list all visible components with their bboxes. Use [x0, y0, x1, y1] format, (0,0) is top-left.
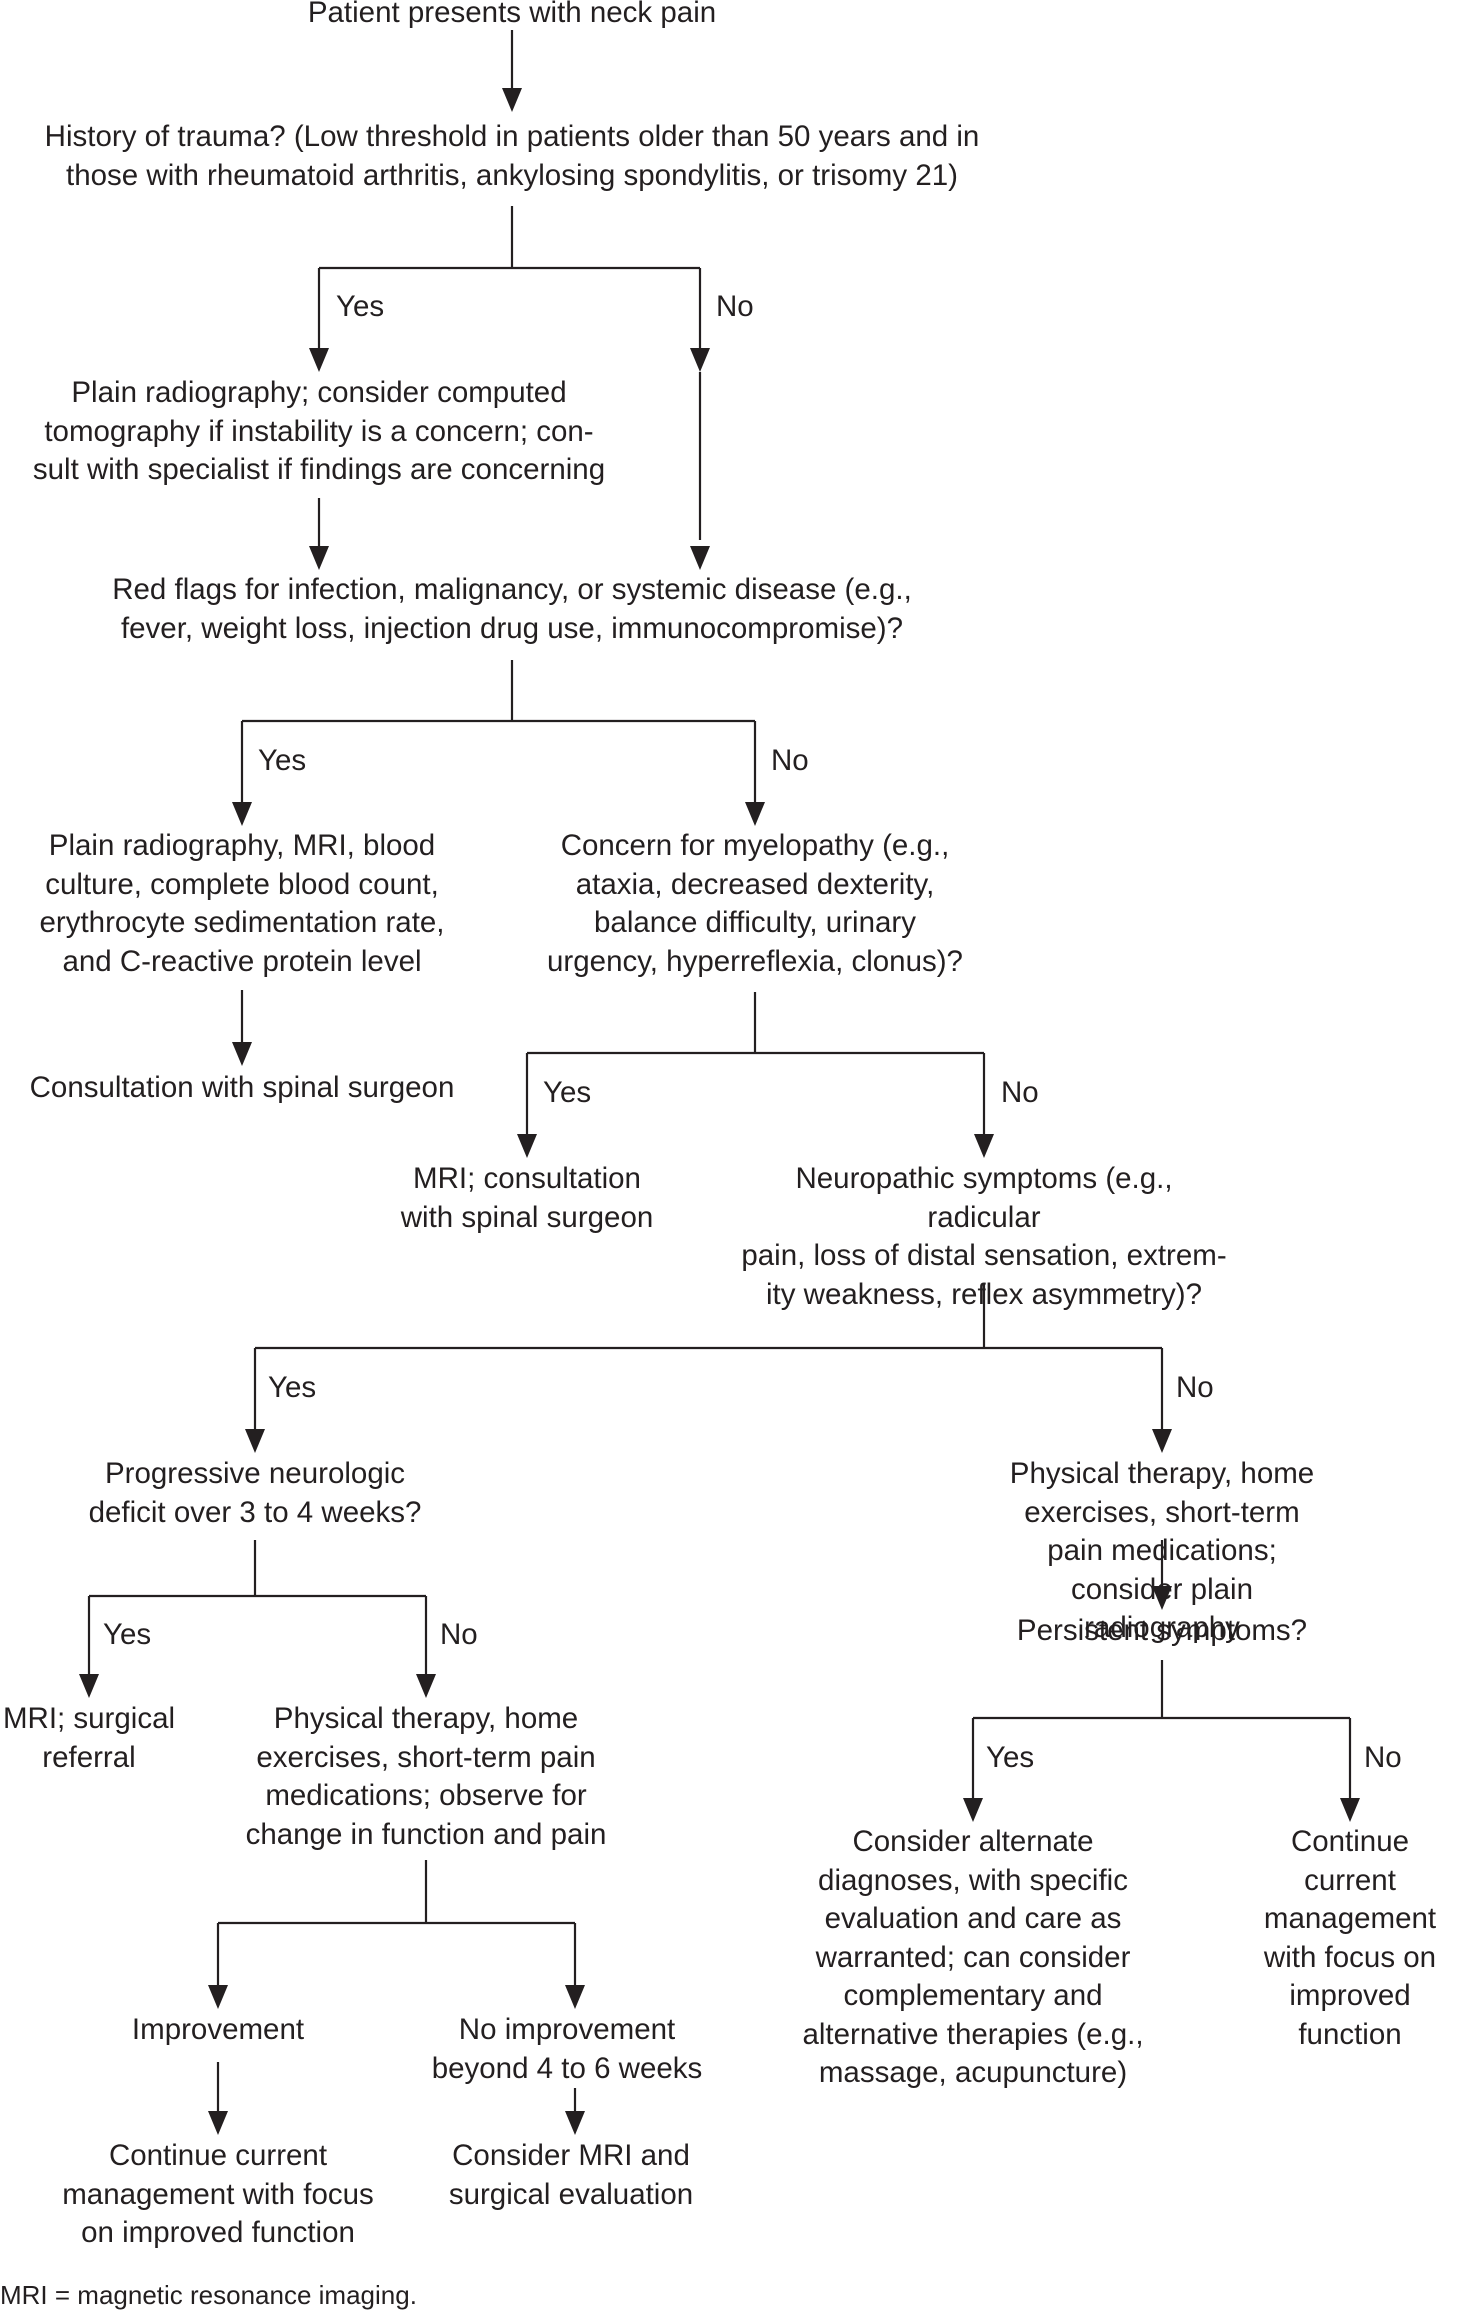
arrowhead: [690, 348, 710, 372]
arrowhead: [309, 546, 329, 570]
node-consider-mri-surgical: Consider MRI and surgical evaluation: [448, 2139, 694, 2211]
arrowhead: [232, 1042, 252, 1066]
node-start: Patient presents with neck pain: [307, 0, 717, 29]
node-red-flags-workup: Plain radiography, MRI, blood culture, c…: [39, 829, 445, 978]
arrowhead: [232, 802, 252, 826]
arrowhead: [1152, 1586, 1172, 1610]
node-myelopathy-mri-consult: MRI; consultation with spinal surgeon: [400, 1162, 654, 1234]
arrowhead: [208, 1985, 228, 2009]
arrowhead: [502, 88, 522, 112]
node-physical-therapy-observe: Physical therapy, home exercises, short-…: [245, 1702, 607, 1851]
branch-label-yes: Yes: [258, 744, 307, 777]
branch-label-yes: Yes: [986, 1741, 1035, 1774]
arrowhead: [416, 1674, 436, 1698]
branch-label-yes: Yes: [336, 290, 385, 323]
node-improvement: Improvement: [131, 2013, 305, 2046]
arrowhead: [1152, 1429, 1172, 1453]
footnote: MRI = magnetic resonance imaging.: [0, 2280, 417, 2310]
node-continue-management-left: Continue current management with focus o…: [62, 2139, 374, 2249]
node-progressive-deficit-question: Progressive neurologic deficit over 3 to…: [88, 1457, 422, 1529]
node-persistent-symptoms-question: Persistent symptoms?: [1016, 1614, 1308, 1647]
node-trauma-imaging: Plain radiography; consider computed tom…: [32, 376, 606, 486]
arrowhead: [974, 1134, 994, 1158]
arrowhead: [745, 802, 765, 826]
arrowhead: [565, 1985, 585, 2009]
branch-label-yes: Yes: [543, 1076, 592, 1109]
node-alternate-diagnoses: Consider alternate diagnoses, with speci…: [802, 1825, 1144, 2089]
arrowhead: [309, 348, 329, 372]
arrowhead: [690, 546, 710, 570]
branch-label-no: No: [1176, 1371, 1214, 1404]
branch-label-no: No: [440, 1618, 478, 1651]
node-mri-surgical-referral: MRI; surgical referral: [2, 1702, 176, 1774]
node-red-flags-question: Red flags for infection, malignancy, or …: [112, 573, 912, 645]
arrowhead: [963, 1798, 983, 1822]
arrowhead: [79, 1674, 99, 1698]
branch-label-yes: Yes: [103, 1618, 152, 1651]
node-neuropathic-question: Neuropathic symptoms (e.g., radicular pa…: [741, 1162, 1227, 1311]
arrowhead: [208, 2111, 228, 2135]
node-myelopathy-question: Concern for myelopathy (e.g., ataxia, de…: [547, 829, 963, 978]
branch-label-no: No: [1364, 1741, 1402, 1774]
node-continue-management-right: Continue current management with focus o…: [1263, 1825, 1437, 2051]
node-trauma-question: History of trauma? (Low threshold in pat…: [44, 120, 980, 192]
branch-label-no: No: [716, 290, 754, 323]
arrowhead: [517, 1134, 537, 1158]
branch-label-no: No: [1001, 1076, 1039, 1109]
branch-label-no: No: [771, 744, 809, 777]
arrowhead: [245, 1429, 265, 1453]
arrowhead: [1340, 1798, 1360, 1822]
node-consult-spinal-surgeon: Consultation with spinal surgeon: [29, 1071, 455, 1104]
arrowhead: [565, 2111, 585, 2135]
node-physical-therapy-radiography: Physical therapy, home exercises, short-…: [1009, 1457, 1315, 1644]
branch-label-yes: Yes: [268, 1371, 317, 1404]
node-no-improvement: No improvement beyond 4 to 6 weeks: [431, 2013, 703, 2085]
